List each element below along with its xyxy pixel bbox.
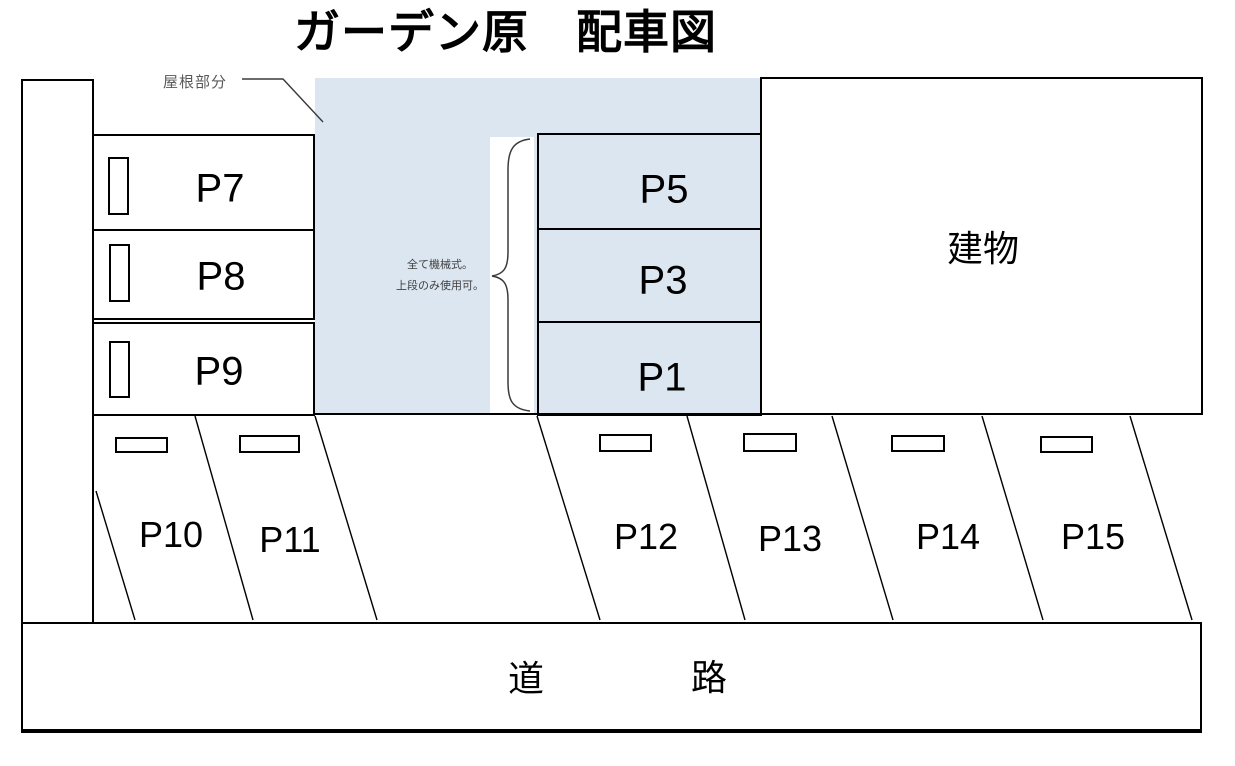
mechanical-note: 全て機械式。 上段のみ使用可。 — [378, 255, 502, 297]
left-boundary-strip — [21, 79, 94, 622]
car-stop — [115, 437, 168, 453]
building-label: 建物 — [946, 228, 1020, 269]
building-box — [760, 77, 1203, 415]
spot-label-p5: P5 — [639, 167, 689, 212]
spot-label-p8: P8 — [196, 254, 246, 299]
car-stop — [1040, 436, 1093, 453]
spot-label-p12: P12 — [613, 516, 679, 557]
spot-label-p15: P15 — [1060, 516, 1126, 557]
wheel-stop — [108, 157, 129, 215]
spot-label-p1: P1 — [637, 355, 687, 400]
spot-divider-line — [686, 415, 746, 621]
road-label-1: 道 — [507, 658, 545, 699]
spot-label-p11: P11 — [259, 519, 321, 560]
spot-divider-line — [1129, 415, 1193, 621]
spot-label-p7: P7 — [195, 166, 245, 211]
spot-label-p10: P10 — [138, 514, 204, 555]
car-stop — [891, 435, 945, 452]
mechanical-note-line2: 上段のみ使用可。 — [396, 280, 484, 292]
roof-leader-line — [242, 78, 324, 123]
page-title: ガーデン原 配車図 — [294, 6, 717, 58]
spot-label-p14: P14 — [915, 516, 981, 557]
spot-divider-line — [536, 415, 601, 621]
spot-divider-line — [981, 415, 1044, 621]
mechanical-note-line1: 全て機械式。 — [407, 259, 473, 271]
spot-divider-line — [831, 415, 894, 621]
spot-label-p13: P13 — [757, 518, 823, 559]
spot-divider-line — [95, 490, 136, 621]
spot-label-p9: P9 — [194, 349, 244, 394]
roof-label: 屋根部分 — [163, 74, 228, 91]
car-stop — [599, 434, 652, 452]
parking-spot-p7 — [92, 134, 315, 231]
spot-divider-line — [314, 415, 378, 621]
car-stop — [239, 435, 300, 453]
spot-label-p3: P3 — [638, 258, 688, 303]
wheel-stop — [109, 244, 130, 302]
road-box — [21, 622, 1202, 733]
road-label-2: 路 — [690, 657, 728, 698]
car-stop — [743, 433, 797, 452]
wheel-stop — [109, 341, 130, 398]
